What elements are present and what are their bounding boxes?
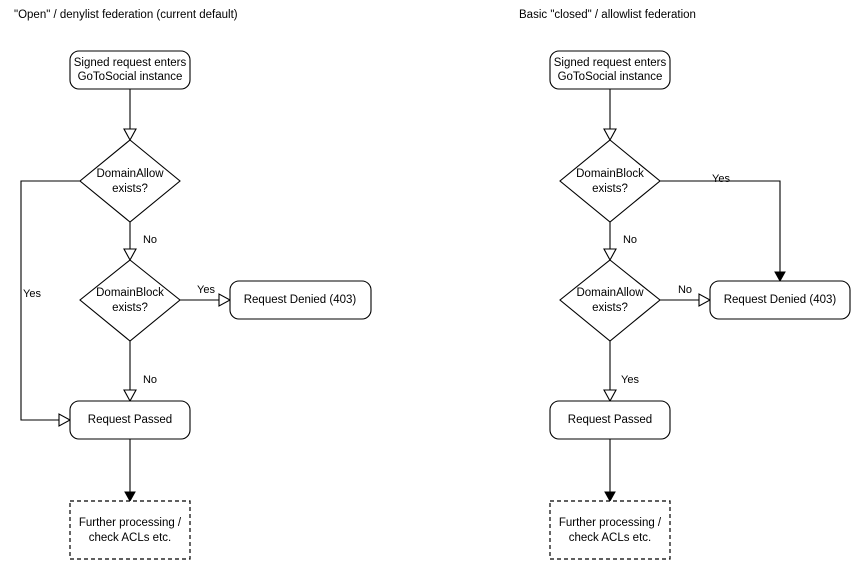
- node-domainallow-left-line2: exists?: [112, 183, 148, 195]
- arrowhead-solid-icon: [604, 491, 616, 503]
- node-entry-right[interactable]: Signed request enters GoToSocial instanc…: [549, 50, 671, 90]
- arrowhead-open-icon: [698, 293, 712, 307]
- node-request-denied-right-label: Request Denied (403): [724, 294, 837, 306]
- panel-open-denylist: "Open" / denylist federation (current de…: [14, 9, 372, 560]
- node-domainblock-left-line2: exists?: [112, 302, 148, 314]
- node-entry-left-line1: Signed request enters: [74, 57, 187, 69]
- node-domainallow-right-line2: exists?: [592, 302, 628, 314]
- node-domainblock-right[interactable]: DomainBlock exists?: [559, 139, 661, 223]
- node-domainallow-right[interactable]: DomainAllow exists?: [559, 259, 661, 342]
- node-further-processing-left-line1: Further processing /: [79, 517, 182, 529]
- node-domainallow-left[interactable]: DomainAllow exists?: [79, 139, 181, 223]
- node-request-denied-left[interactable]: Request Denied (403): [229, 280, 372, 320]
- arrowhead-open-icon: [218, 293, 232, 307]
- edge-label-domainblock-yes-left: Yes: [197, 284, 215, 296]
- edge-domainallow-yes-left-line: [20, 180, 80, 421]
- node-entry-right-line2: GoToSocial instance: [558, 71, 663, 83]
- panel-closed-allowlist: Basic "closed" / allowlist federation Si…: [519, 9, 851, 560]
- node-domainallow-right-line1: DomainAllow: [576, 287, 644, 299]
- arrowhead-open-icon: [603, 248, 617, 262]
- node-domainallow-left-line1: DomainAllow: [96, 168, 164, 180]
- node-request-denied-left-shape: [229, 280, 372, 320]
- node-domainblock-right-line1: DomainBlock: [576, 168, 644, 180]
- node-further-processing-right[interactable]: Further processing / check ACLs etc.: [549, 500, 671, 560]
- edge-domainblock-yes-right-line: [660, 180, 781, 275]
- edge-label-domainblock-no-left: No: [143, 374, 157, 386]
- edge-passed-to-further-right: [604, 439, 616, 503]
- node-further-processing-right-line1: Further processing /: [559, 517, 662, 529]
- node-further-processing-right-shape: [549, 500, 671, 560]
- node-entry-left-line2: GoToSocial instance: [78, 71, 183, 83]
- arrowhead-solid-icon: [774, 271, 786, 283]
- edge-domainallow-yes-right: Yes: [603, 341, 639, 403]
- arrowhead-open-icon: [603, 128, 617, 142]
- edge-label-domainblock-no-right: No: [623, 234, 637, 246]
- node-request-denied-right[interactable]: Request Denied (403): [709, 280, 851, 320]
- node-entry-left[interactable]: Signed request enters GoToSocial instanc…: [69, 50, 191, 90]
- node-domainallow-left-shape: [79, 139, 181, 223]
- edge-domainblock-yes-left: Yes: [180, 284, 232, 307]
- node-domainblock-right-shape: [559, 139, 661, 223]
- arrowhead-open-icon: [123, 128, 137, 142]
- panel-title-right: Basic "closed" / allowlist federation: [519, 9, 696, 21]
- edge-domainblock-yes-right: Yes: [660, 173, 786, 283]
- node-domainblock-left-line1: DomainBlock: [96, 287, 164, 299]
- node-request-passed-left-label: Request Passed: [88, 414, 172, 426]
- arrowhead-open-icon: [603, 389, 617, 403]
- node-request-passed-right-label: Request Passed: [568, 414, 652, 426]
- edge-domainallow-yes-left: Yes: [20, 180, 80, 427]
- node-domainblock-left[interactable]: DomainBlock exists?: [79, 259, 181, 342]
- edge-label-domainallow-yes-left: Yes: [23, 288, 41, 300]
- edge-domainblock-no-left: No: [123, 341, 157, 403]
- node-domainallow-right-shape: [559, 259, 661, 342]
- edge-entry-to-domainallow-left: [123, 89, 137, 142]
- node-further-processing-left-shape: [69, 500, 191, 560]
- arrowhead-open-icon: [123, 248, 137, 262]
- edge-entry-to-domainblock-right: [603, 89, 617, 142]
- edge-domainallow-no-left: No: [123, 222, 157, 262]
- node-domainblock-right-line2: exists?: [592, 183, 628, 195]
- edge-label-domainallow-yes-right: Yes: [621, 374, 639, 386]
- edge-passed-to-further-left: [124, 439, 136, 503]
- edge-domainallow-no-right: No: [660, 284, 712, 307]
- node-further-processing-right-line2: check ACLs etc.: [569, 532, 651, 544]
- edge-label-domainallow-no-left: No: [143, 234, 157, 246]
- edge-domainblock-no-right: No: [603, 222, 637, 262]
- arrowhead-solid-icon: [124, 491, 136, 503]
- node-domainblock-left-shape: [79, 259, 181, 342]
- edge-label-domainallow-no-right: No: [678, 284, 692, 296]
- node-further-processing-left[interactable]: Further processing / check ACLs etc.: [69, 500, 191, 560]
- arrowhead-open-icon: [123, 389, 137, 403]
- edge-label-domainblock-yes-right: Yes: [712, 173, 730, 185]
- node-request-passed-right[interactable]: Request Passed: [549, 400, 671, 440]
- node-request-denied-left-label: Request Denied (403): [244, 294, 357, 306]
- node-request-denied-right-shape: [709, 280, 851, 320]
- node-request-passed-left[interactable]: Request Passed: [69, 400, 191, 440]
- panel-title-left: "Open" / denylist federation (current de…: [14, 9, 238, 21]
- node-entry-right-line1: Signed request enters: [554, 57, 667, 69]
- arrowhead-open-icon: [58, 413, 72, 427]
- node-further-processing-left-line2: check ACLs etc.: [89, 532, 171, 544]
